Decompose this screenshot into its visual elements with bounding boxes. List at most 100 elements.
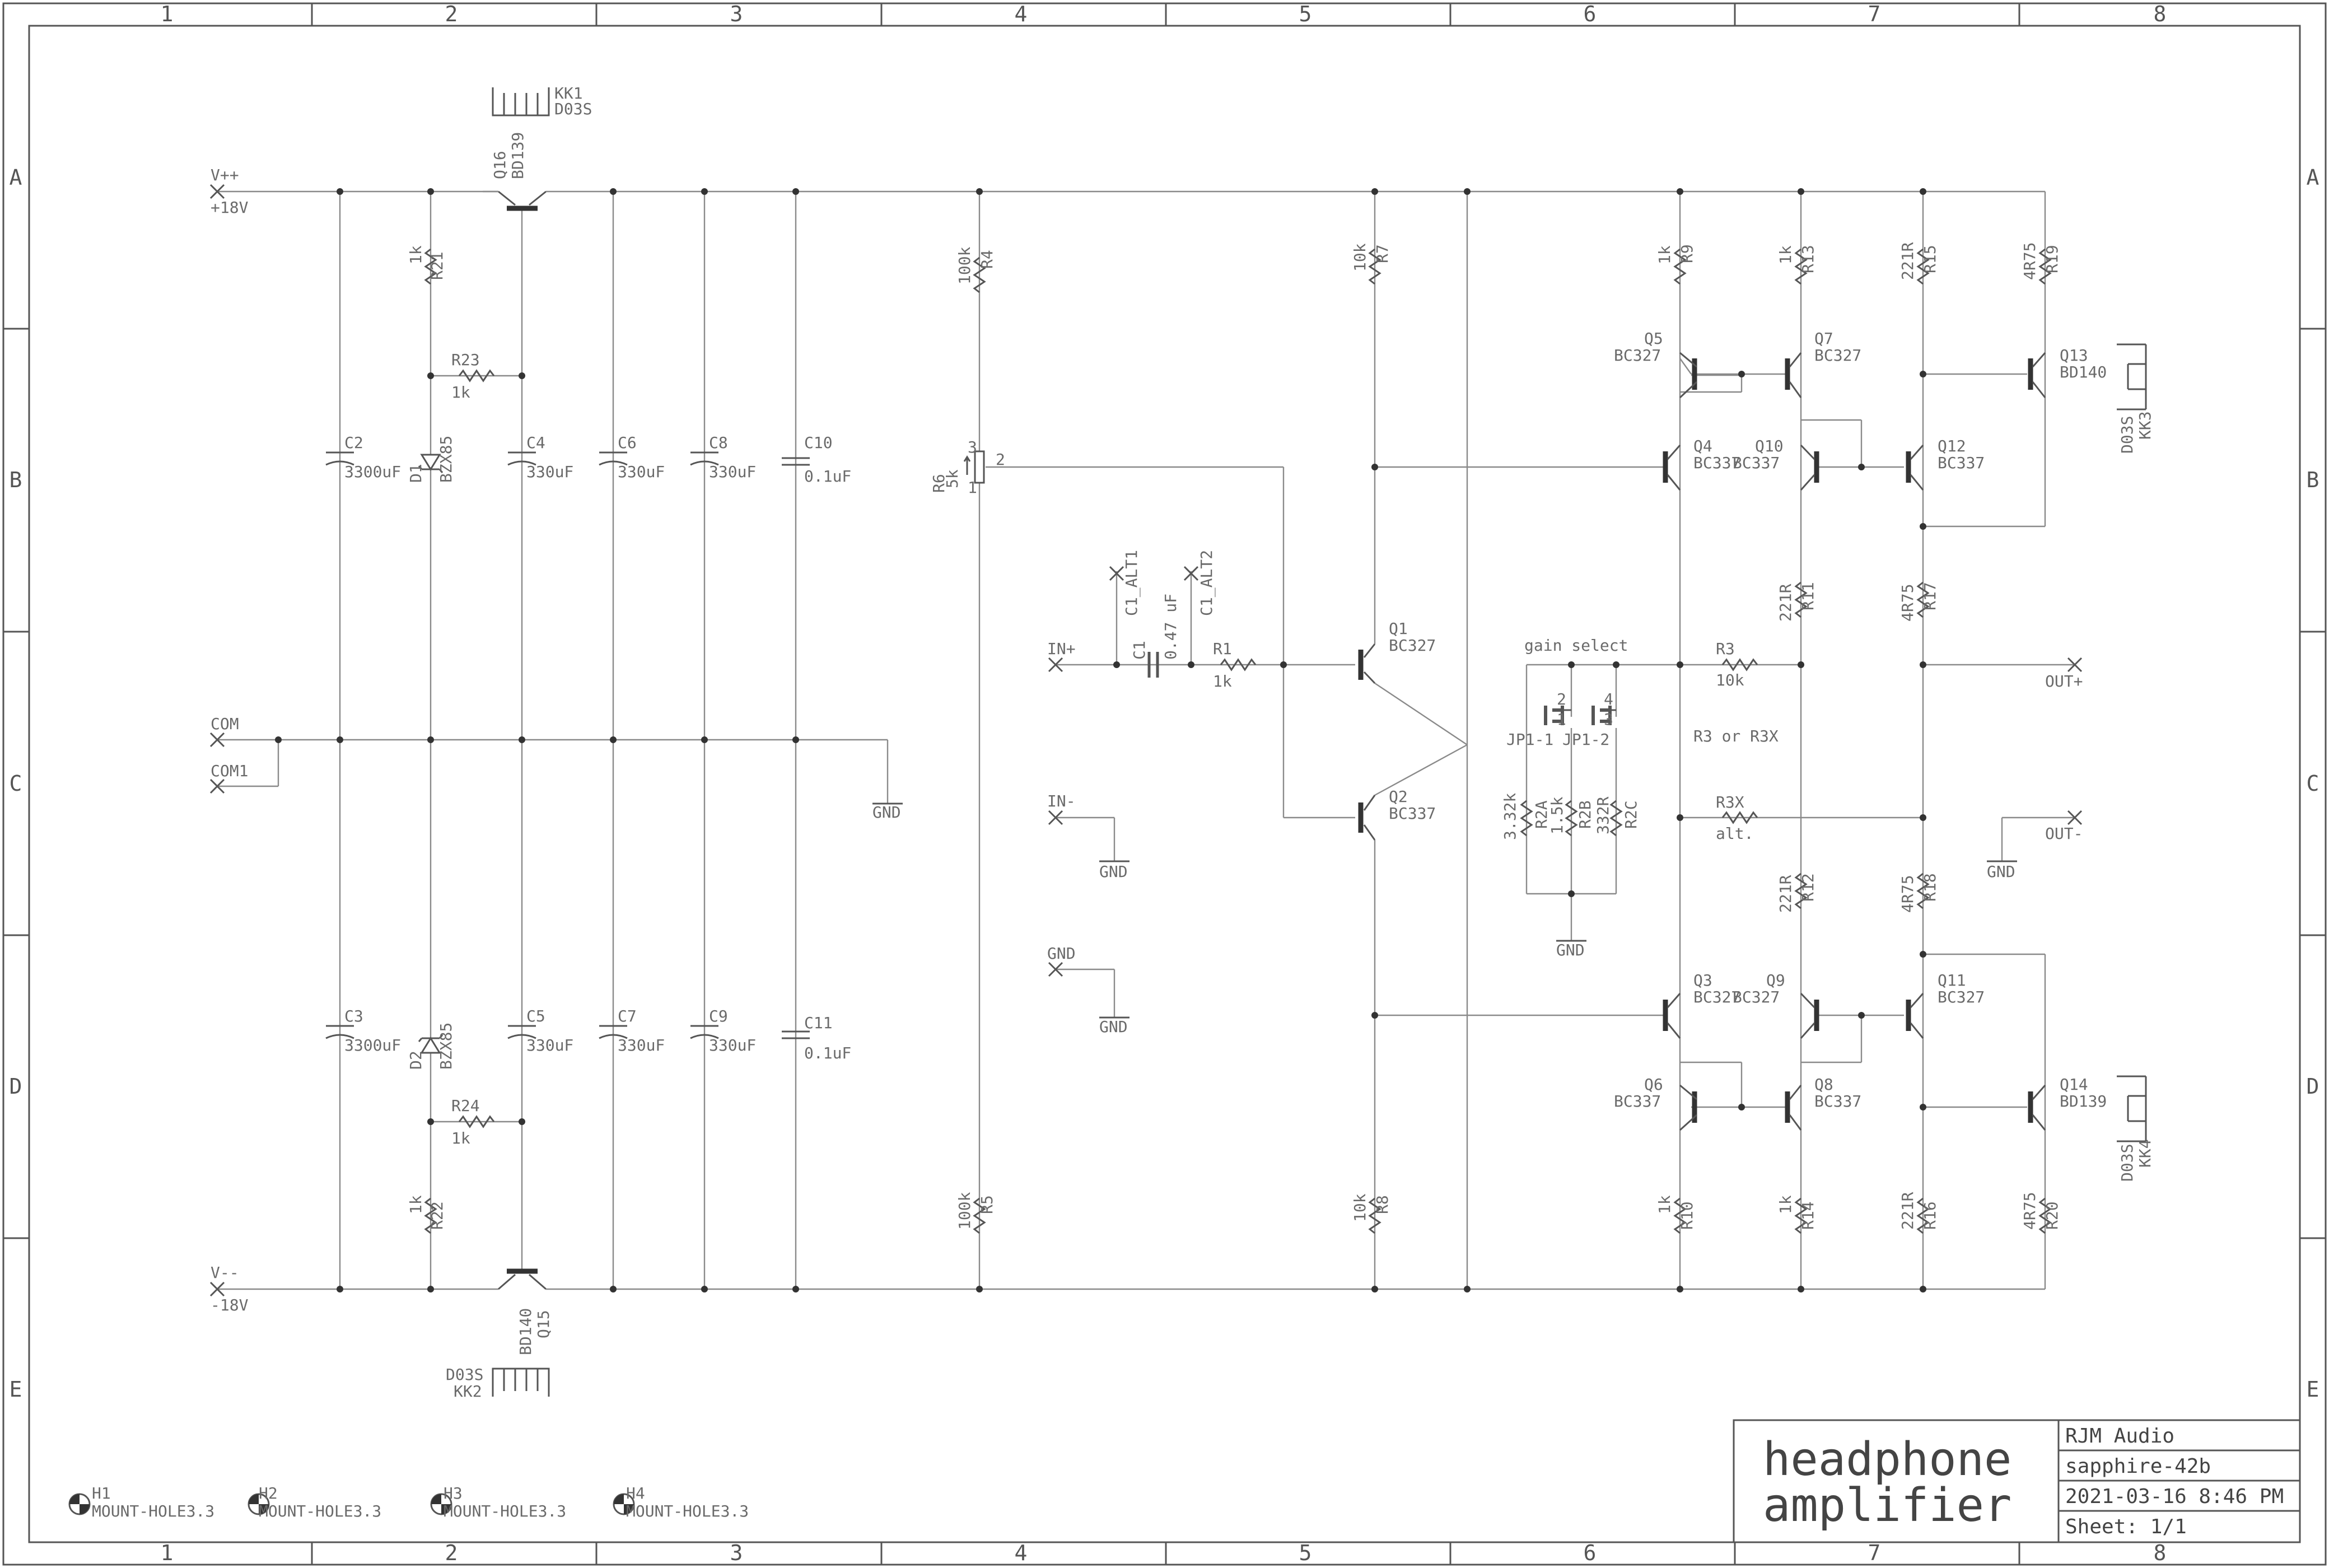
row-label: D — [2307, 1074, 2319, 1099]
inm-label: IN- — [1047, 792, 1076, 810]
r1-value: 1k — [1213, 672, 1232, 690]
h3-value: MOUNT-HOLE3.3 — [444, 1502, 566, 1520]
h1-value: MOUNT-HOLE3.3 — [92, 1502, 214, 1520]
h1-label: H1 — [92, 1484, 111, 1502]
col-label: 1 — [161, 2, 174, 26]
vpp-label: V++ — [211, 166, 239, 184]
kk2-label: KK2 — [454, 1382, 482, 1401]
c5-value: 330uF — [526, 1036, 573, 1054]
r2c-value: 332R — [1594, 796, 1612, 834]
vmm-value: -18V — [211, 1296, 249, 1314]
r22-value: 1k — [407, 1195, 425, 1214]
col-label: 2 — [445, 1541, 458, 1565]
col-label: 6 — [1584, 2, 1597, 26]
q1-label: Q1 — [1389, 619, 1408, 638]
c3-value: 3300uF — [344, 1036, 401, 1054]
c1-label: C1 — [1130, 641, 1149, 660]
resistors-r2 — [1520, 800, 1623, 837]
mount-holes — [68, 1493, 635, 1515]
q5-value: BC327 — [1614, 346, 1661, 365]
r16-value: 221R — [1898, 1192, 1917, 1230]
c3-label: C3 — [344, 1007, 363, 1025]
c2-label: C2 — [344, 433, 363, 452]
row-label: B — [2307, 468, 2319, 492]
c9-value: 330uF — [709, 1036, 756, 1054]
resistor-r24 — [458, 1115, 495, 1128]
sheet-number: Sheet: 1/1 — [2065, 1515, 2187, 1538]
kk1-value: D03S — [554, 100, 592, 118]
heatsink-kk4 — [2117, 1075, 2147, 1142]
r16-label: R16 — [1921, 1201, 1939, 1230]
d2-label: D2 — [407, 1051, 425, 1070]
jp-pin1: 1 — [1557, 710, 1566, 729]
d2-value: BZX85 — [437, 1023, 455, 1070]
c7-value: 330uF — [618, 1036, 665, 1054]
resistor-r5 — [973, 1197, 986, 1234]
kk3-labels: D03S — [2118, 416, 2136, 454]
r6-value: 5k — [943, 469, 962, 488]
q3-value: BC327 — [1693, 988, 1740, 1006]
output-top-resistors — [1673, 248, 2052, 1234]
q1-value: BC327 — [1389, 636, 1436, 655]
d1-label: D1 — [407, 464, 425, 483]
col-label: 3 — [730, 1541, 743, 1565]
input-terminals — [1048, 566, 1199, 977]
r6-pin3: 3 — [968, 438, 977, 456]
c11-label: C11 — [804, 1014, 833, 1032]
jp12-label: JP1-2 — [1562, 730, 1609, 749]
q4-value: BC337 — [1693, 454, 1740, 472]
r20-value: 4R75 — [2020, 1192, 2039, 1230]
q15-label: Q15 — [534, 1310, 553, 1338]
r5-value: 100k — [955, 1192, 974, 1230]
r3-or-note: R3 or R3X — [1693, 727, 1779, 745]
q10-label: Q10 — [1755, 437, 1784, 455]
row-label: A — [2307, 165, 2319, 190]
col-label: 4 — [1015, 2, 1028, 26]
col-label: 6 — [1584, 1541, 1597, 1565]
r14-label: R14 — [1799, 1201, 1817, 1230]
c2-value: 3300uF — [344, 463, 401, 481]
q3-label: Q3 — [1693, 971, 1712, 990]
power-terminals — [209, 184, 225, 1297]
r23-value: 1k — [451, 383, 470, 402]
c1alt2-label: C1_ALT2 — [1197, 550, 1216, 616]
r4-label: R4 — [978, 250, 996, 269]
col-label: 7 — [1868, 2, 1881, 26]
jp11-label: JP1-1 — [1506, 730, 1553, 749]
r10-label: R10 — [1678, 1201, 1696, 1230]
q9-label: Q9 — [1766, 971, 1785, 990]
r9-label: R9 — [1678, 244, 1696, 263]
col-label: 4 — [1015, 1541, 1028, 1565]
r8-label: R8 — [1373, 1195, 1392, 1214]
q8-label: Q8 — [1814, 1075, 1833, 1094]
title-line1: headphone — [1763, 1433, 2011, 1486]
r18-value: 4R75 — [1898, 875, 1917, 913]
col-label: 7 — [1868, 1541, 1881, 1565]
r3-label: R3 — [1716, 640, 1735, 658]
company: RJM Audio — [2065, 1425, 2174, 1448]
row-label: C — [2307, 771, 2319, 796]
q14-label: Q14 — [2060, 1075, 2088, 1094]
col-label: 5 — [1299, 2, 1312, 26]
q2-transistor — [1358, 795, 1376, 841]
r24-label: R24 — [451, 1096, 480, 1115]
c8-label: C8 — [709, 433, 728, 452]
r15-value: 221R — [1898, 242, 1917, 280]
q13-value: BD140 — [2060, 363, 2107, 381]
q5-label: Q5 — [1644, 329, 1663, 348]
heatsink-kk2 — [492, 1368, 550, 1397]
q7-value: BC327 — [1814, 346, 1861, 365]
h3-label: H3 — [444, 1484, 463, 1502]
r3-value: 10k — [1716, 671, 1744, 689]
row-label: E — [2307, 1377, 2319, 1402]
r3x-value: alt. — [1716, 824, 1753, 843]
r12-label: R12 — [1799, 873, 1817, 902]
row-label: E — [10, 1377, 22, 1402]
zener-d2 — [418, 1034, 444, 1054]
q12-label: Q12 — [1938, 437, 1966, 455]
junctions — [275, 188, 1926, 1292]
resistor-r4 — [973, 256, 986, 293]
kk3-label: KK3 — [2136, 411, 2154, 440]
